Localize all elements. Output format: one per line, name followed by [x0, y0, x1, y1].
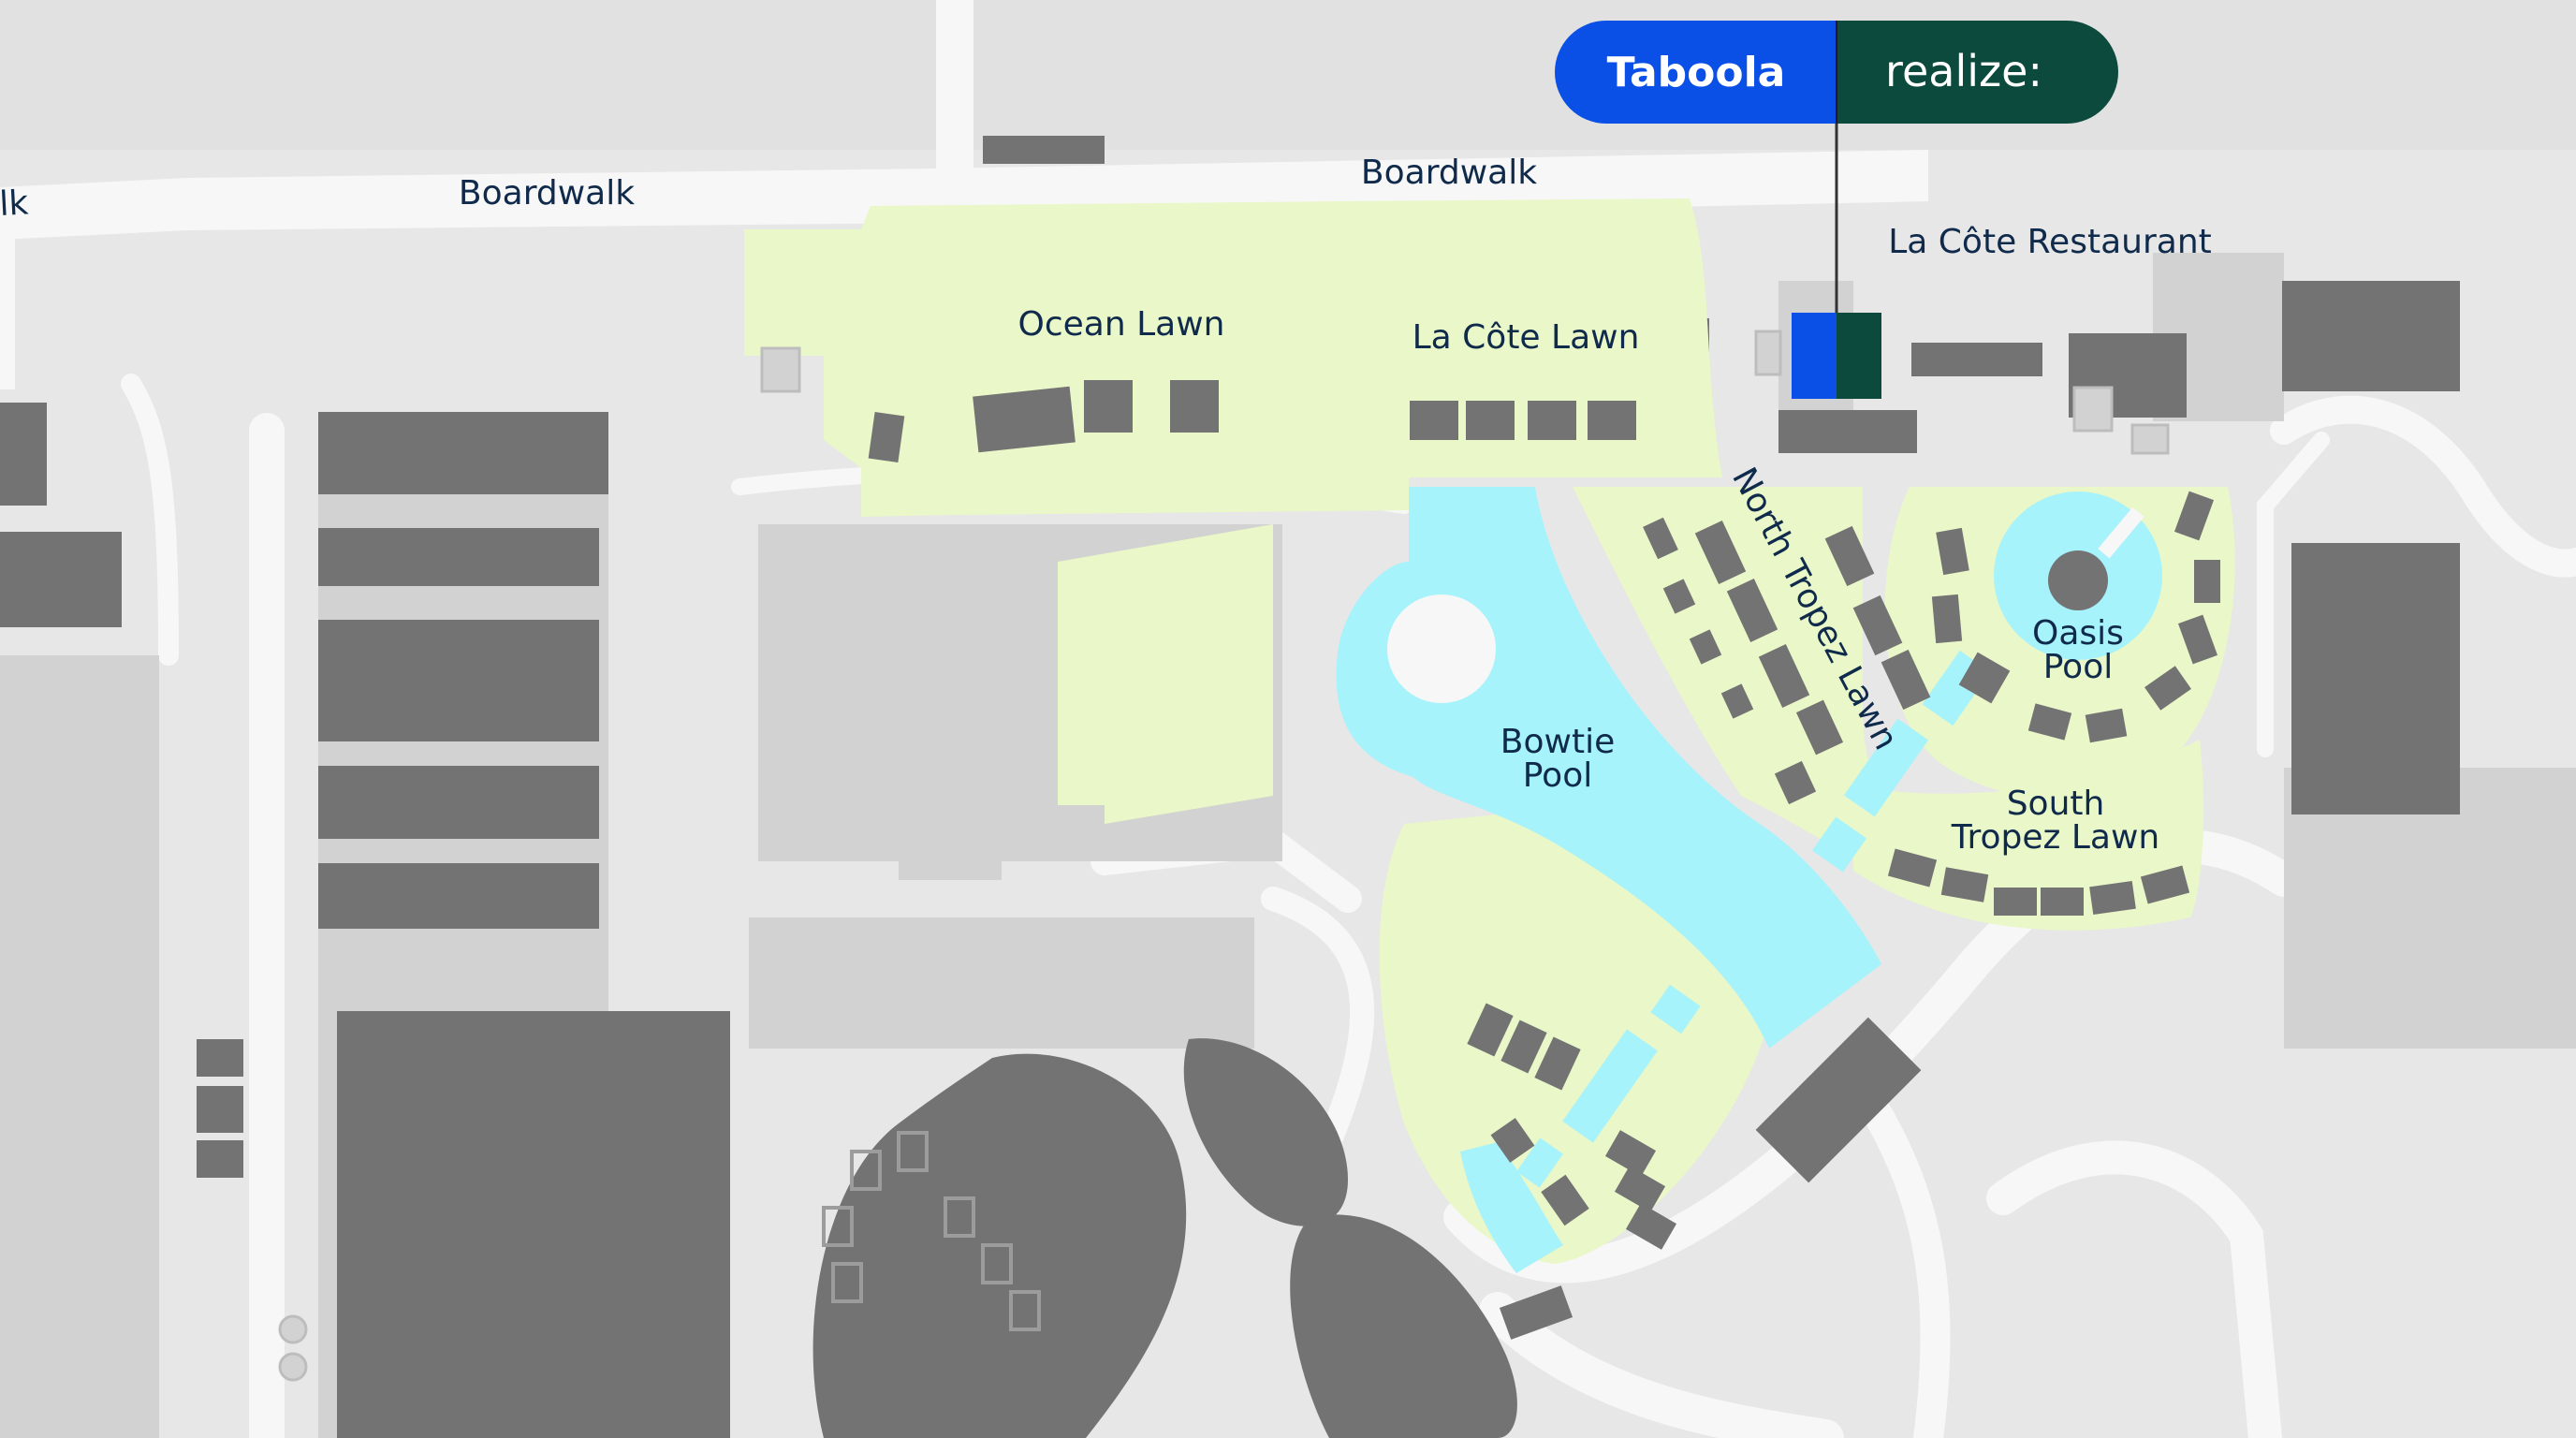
north-tropez-area: [1573, 487, 1928, 899]
taboola-logo: Taboola: [1607, 49, 1786, 96]
boardwalk-label-right: Boardwalk: [1361, 154, 1537, 192]
pools: [1336, 487, 2162, 1273]
oasis-pool-island: [2048, 550, 2108, 610]
left-dark-buildings: [0, 136, 2460, 1438]
top-area: [0, 0, 2576, 150]
sponsor-location-marker[interactable]: [1792, 313, 1881, 399]
south-tropez-lawn-label-line2: Tropez Lawn: [1951, 818, 2159, 857]
south-tropez-area: [1853, 740, 2204, 931]
ocean-lawn-area: [744, 201, 1409, 517]
taboola-badge-half[interactable]: [1555, 21, 1837, 124]
oasis-pool-label-line2: Pool: [2043, 648, 2113, 686]
oasis-pool-label-line1: Oasis: [2032, 614, 2124, 653]
boardwalk-label-fragment: lk: [0, 183, 29, 224]
boardwalk-label-left: Boardwalk: [459, 174, 635, 213]
bowtie-pool-island: [1387, 594, 1496, 703]
la-cote-lawn-label: La Côte Lawn: [1412, 318, 1640, 357]
small-structures: [278, 330, 2170, 1382]
boardwalk-path: [0, 0, 1928, 389]
realize-logo: realize:: [1885, 46, 2042, 96]
cabanas: [868, 380, 2220, 1250]
bowtie-pool-label-line1: Bowtie: [1500, 723, 1615, 761]
ocean-lawn-label: Ocean Lawn: [1018, 305, 1225, 344]
west-lawn-area: [1058, 524, 1273, 824]
sponsor-badge[interactable]: Taboola realize:: [1555, 21, 2118, 124]
south-tropez-lawn-label-line1: South: [2007, 785, 2105, 823]
bowtie-pool-label-line2: Pool: [1523, 756, 1592, 795]
la-cote-restaurant-label: La Côte Restaurant: [1888, 223, 2212, 261]
theater-seating-marks: [822, 1131, 1041, 1331]
realize-badge-half[interactable]: [1837, 21, 2118, 124]
